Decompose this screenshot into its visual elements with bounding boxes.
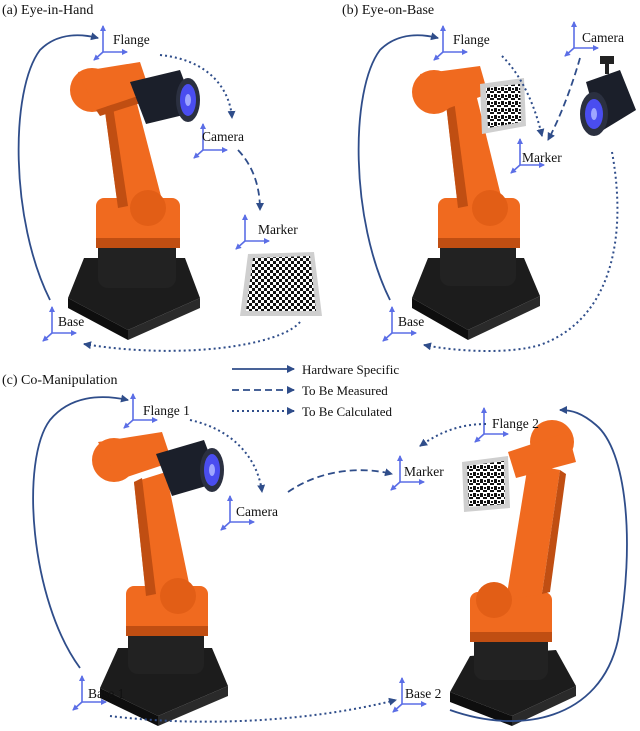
frame-axes-icon	[42, 25, 270, 342]
legend-measured: To Be Measured	[302, 383, 388, 398]
label-base-1: Base 1	[88, 686, 124, 701]
label-marker: Marker	[258, 222, 298, 237]
robot-arm-icon	[68, 62, 200, 340]
label-marker: Marker	[404, 464, 444, 479]
arrow-hardware-base2-flange2	[449, 406, 628, 722]
label-marker: Marker	[522, 150, 562, 165]
label-base-2: Base 2	[405, 686, 441, 701]
frame-axes-icon	[72, 393, 509, 713]
label-flange: Flange	[453, 32, 490, 47]
camera-icon	[580, 56, 636, 136]
label-base: Base	[398, 314, 424, 329]
legend: Hardware Specific To Be Measured To Be C…	[232, 362, 399, 419]
qr-marker-icon	[240, 252, 322, 316]
frame-axes-icon	[382, 21, 599, 342]
label-camera: Camera	[582, 30, 624, 45]
arrow-calculated-flange-camera	[159, 54, 236, 119]
arrow-hardware-base-flange	[357, 32, 439, 301]
panel-b-title: (b) Eye-on-Base	[342, 3, 434, 18]
label-base: Base	[58, 314, 84, 329]
arrow-measured-camera-marker	[287, 468, 393, 493]
qr-marker-icon	[462, 456, 510, 512]
legend-calculated: To Be Calculated	[302, 404, 393, 419]
robot-arm-icon	[412, 66, 540, 340]
arrow-hardware-base1-flange1	[32, 394, 129, 669]
panel-a: (a) Eye-in-Hand	[2, 3, 322, 352]
arrow-calculated-marker-base	[83, 321, 301, 352]
label-flange-1: Flange 1	[143, 403, 190, 418]
robot-arm-icon	[450, 420, 576, 726]
arrow-calculated-flange2-marker	[419, 423, 487, 447]
panel-b: (b) Eye-on-Base	[342, 3, 636, 353]
arrow-hardware-base-flange	[17, 32, 99, 301]
panel-c: (c) Co-Manipulation	[2, 373, 628, 726]
panel-c-title: (c) Co-Manipulation	[2, 373, 117, 388]
label-flange: Flange	[113, 32, 150, 47]
arrow-measured-camera-marker	[547, 57, 581, 141]
arrow-calculated-flange-marker	[501, 55, 545, 137]
label-camera: Camera	[202, 129, 244, 144]
arrow-calculated-camera-base	[423, 151, 619, 353]
label-camera: Camera	[236, 504, 278, 519]
panel-a-title: (a) Eye-in-Hand	[2, 3, 93, 18]
arrow-measured-camera-marker	[237, 149, 264, 211]
camera-icon	[130, 70, 200, 124]
camera-icon	[156, 440, 224, 496]
robot-arm-icon	[92, 432, 228, 726]
qr-marker-icon	[480, 78, 526, 134]
label-flange-2: Flange 2	[492, 416, 539, 431]
legend-hardware: Hardware Specific	[302, 362, 399, 377]
